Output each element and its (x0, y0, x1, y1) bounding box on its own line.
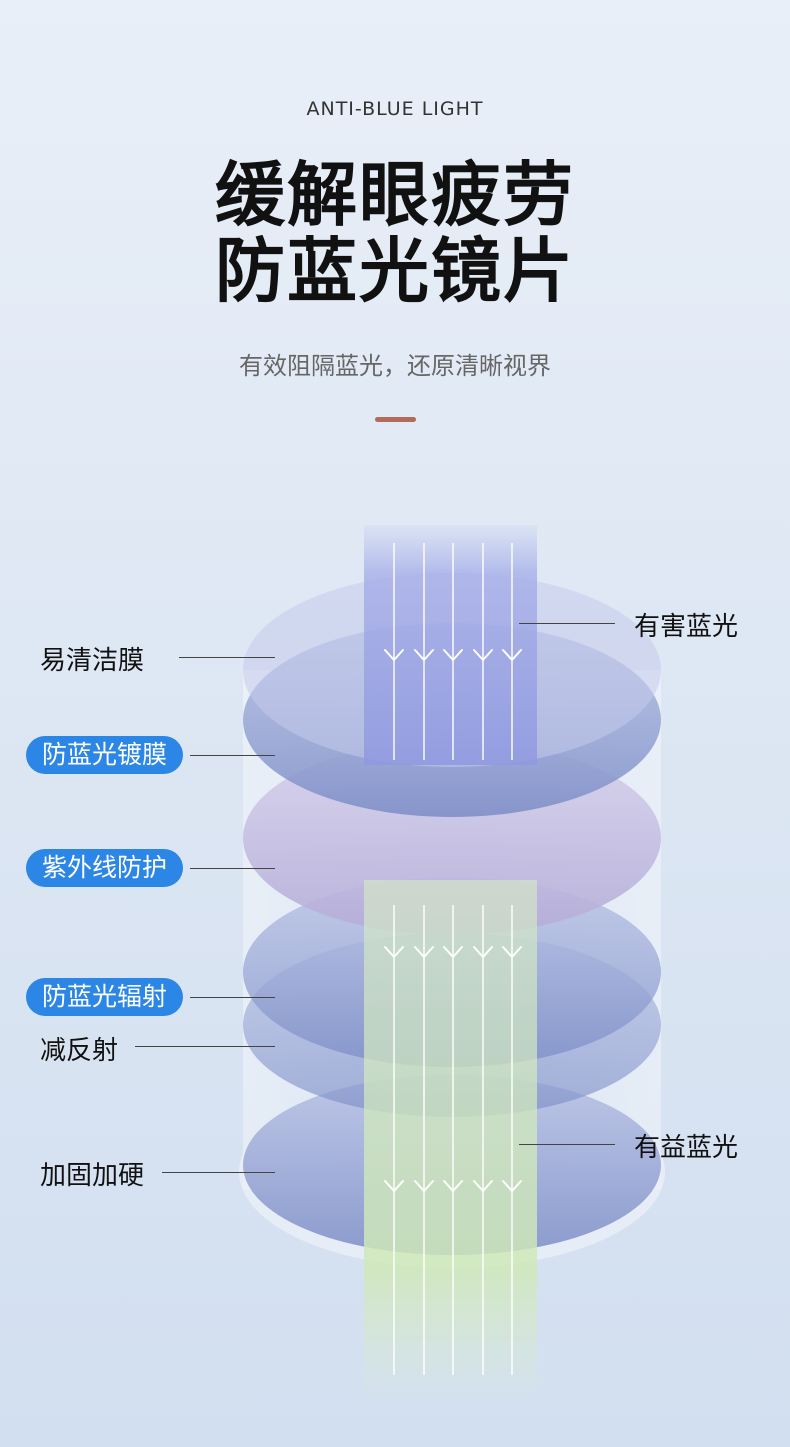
layer-badge-anti-blue-coating: 防蓝光镀膜 (26, 736, 184, 774)
harmful-light-label: 有害蓝光 (634, 612, 739, 642)
eyebrow-text: ANTI-BLUE LIGHT (306, 98, 484, 120)
chevron-down-icon (384, 946, 404, 958)
chevron-down-icon (473, 946, 493, 958)
chevron-down-icon (414, 649, 434, 661)
page-title-line-2: 防蓝光镜片 (215, 230, 575, 312)
layer-label-easy-clean: 易清洁膜 (40, 646, 145, 676)
leader-line-harmful-light (519, 623, 615, 624)
chevron-down-icon (473, 649, 493, 661)
accent-divider (375, 417, 416, 422)
leader-line-easy-clean (179, 657, 275, 658)
chevron-down-icon (384, 1180, 404, 1192)
leader-line-anti-blue-radiation (190, 997, 275, 998)
leader-line-beneficial-light (519, 1144, 615, 1145)
layer-badge-uv-protection: 紫外线防护 (26, 849, 184, 887)
chevron-down-icon (473, 1180, 493, 1192)
light-rays (393, 543, 513, 1375)
leader-line-uv-protection (190, 868, 275, 869)
chevron-down-icon (443, 1180, 463, 1192)
chevron-down-icon (502, 946, 522, 958)
layer-label-hardening: 加固加硬 (40, 1161, 145, 1191)
chevron-down-icon (443, 649, 463, 661)
page-subtitle: 有效阻隔蓝光，还原清晰视界 (239, 352, 551, 380)
leader-line-anti-blue-coating (190, 755, 275, 756)
beneficial-light-beam (364, 880, 537, 1400)
layer-badge-anti-blue-radiation: 防蓝光辐射 (26, 978, 184, 1016)
chevron-down-icon (414, 946, 434, 958)
down-chevron-icons (384, 649, 522, 1192)
harmful-light-beam (364, 525, 537, 765)
leader-line-anti-reflection (135, 1046, 275, 1047)
leader-line-hardening (162, 1172, 275, 1173)
chevron-down-icon (443, 946, 463, 958)
beneficial-light-label: 有益蓝光 (634, 1133, 739, 1163)
chevron-down-icon (502, 1180, 522, 1192)
chevron-down-icon (502, 649, 522, 661)
chevron-down-icon (384, 649, 404, 661)
chevron-down-icon (414, 1180, 434, 1192)
layer-label-anti-reflection: 减反射 (40, 1036, 119, 1066)
page-title-line-1: 缓解眼疲劳 (215, 154, 575, 236)
